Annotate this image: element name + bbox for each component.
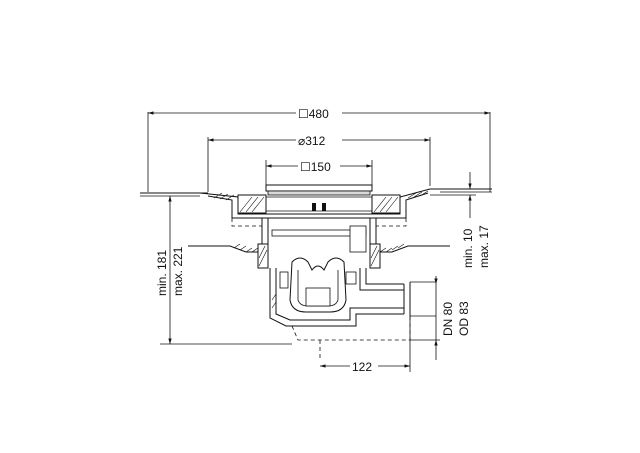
drain-body [188, 218, 450, 360]
dimension-150: ☐150 [265, 159, 373, 186]
dimension-label-od-83: OD 83 [457, 301, 471, 336]
dimension-outlet: DN 80 OD 83 [410, 276, 471, 360]
dimension-label-dn-80: DN 80 [441, 302, 455, 336]
dimension-flange: min. 10 max. 17 [430, 172, 491, 268]
dimension-label-max-17: max. 17 [477, 225, 491, 268]
dimension-label-min-10: min. 10 [461, 228, 475, 268]
dimension-312: ⌀312 [207, 133, 431, 192]
dimension-122: 122 [320, 316, 411, 374]
dimension-480: ☐480 [147, 106, 491, 192]
dimension-label-max-221: max. 221 [171, 246, 185, 296]
dimension-label-480: ☐480 [298, 107, 329, 121]
dimension-height: min. 181 max. 221 [155, 196, 292, 345]
dimension-label-150: ☐150 [300, 160, 331, 174]
dimension-label-312: ⌀312 [298, 134, 326, 148]
dimension-label-min-181: min. 181 [155, 250, 169, 296]
dimension-label-122: 122 [352, 360, 372, 374]
drain-top-assembly [199, 184, 431, 227]
